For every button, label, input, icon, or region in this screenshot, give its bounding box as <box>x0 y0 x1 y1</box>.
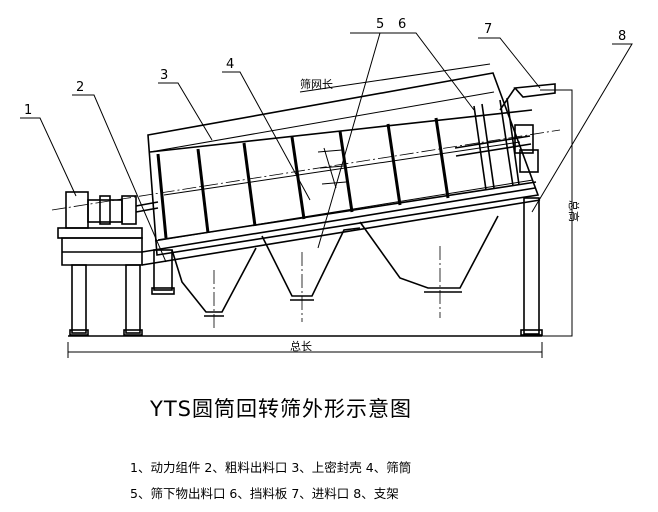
callout-8: 8 <box>618 29 626 44</box>
flow-arrow <box>317 147 347 189</box>
drum-centerline <box>51 129 561 211</box>
callout-4: 4 <box>226 57 234 72</box>
feed-shaft <box>454 97 539 191</box>
screen-drum <box>149 109 537 241</box>
callout-3: 3 <box>160 68 168 83</box>
callout-2: 2 <box>76 80 84 95</box>
legend-line-2: 5、筛下物出料口 6、挡料板 7、进料口 8、支架 <box>130 486 399 501</box>
legend-line-1: 1、动力组件 2、粗料出料口 3、上密封壳 4、筛筒 <box>130 460 411 475</box>
undersize-hoppers <box>171 215 499 330</box>
power-assembly <box>57 191 159 239</box>
callout-1: 1 <box>24 103 32 118</box>
coarse-outlet <box>151 249 175 295</box>
feed-inlet <box>499 83 556 111</box>
diagram-title: YTS圆筒回转筛外形示意图 <box>149 397 412 421</box>
dimension-lines <box>67 63 573 358</box>
total-length-label: 总长 <box>290 339 312 353</box>
total-height-label: 总高 <box>567 200 581 222</box>
callout-7: 7 <box>484 22 492 37</box>
base-frame <box>61 187 543 337</box>
callout-5: 5 <box>376 17 384 32</box>
screen-length-label: 筛网长 <box>300 77 333 91</box>
leader-lines <box>20 32 633 263</box>
callout-6: 6 <box>398 17 406 32</box>
